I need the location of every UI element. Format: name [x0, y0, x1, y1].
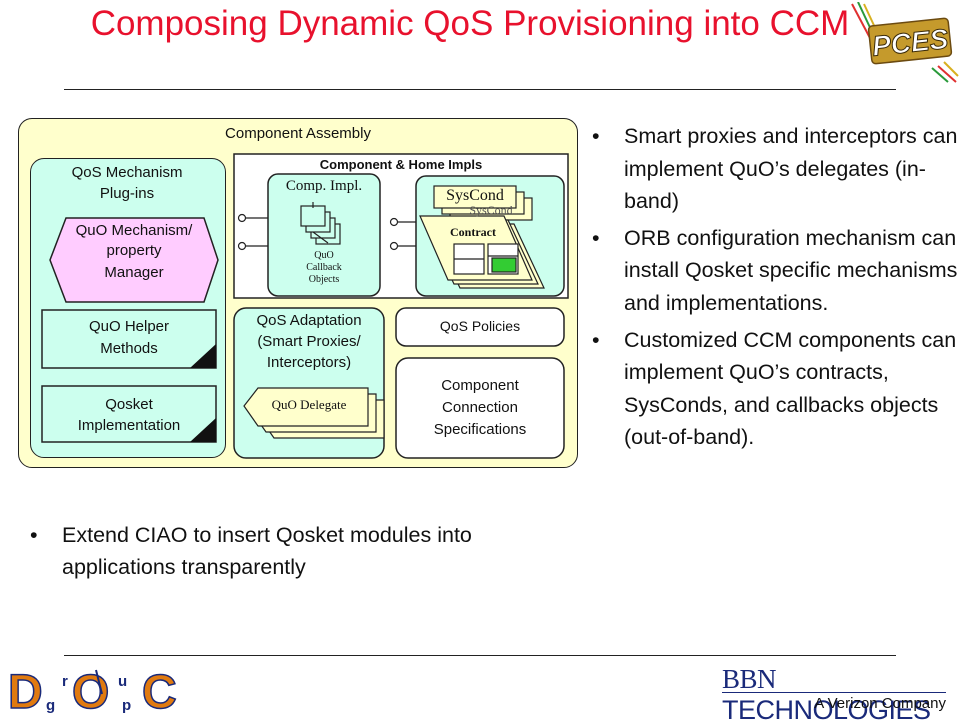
quo-helper-line2: Methods — [100, 340, 158, 357]
component-assembly-label: Component Assembly — [225, 125, 371, 142]
doc-logo-g: g — [46, 697, 55, 714]
doc-logo-d: D — [8, 666, 43, 716]
diagram-shapes — [41, 153, 569, 459]
qosket-implementation-fold — [190, 418, 216, 442]
bullet-item: Customized CCM components can implement … — [590, 324, 960, 454]
doc-logo-r: r — [62, 673, 68, 690]
callback-objects-stack — [300, 202, 341, 245]
quo-manager-hexagon — [49, 217, 219, 303]
doc-logo-c: C — [142, 666, 177, 716]
syscond-back-label: SysCond — [469, 203, 513, 217]
qos-mechanism-plugins-label-line2: Plug-ins — [99, 185, 155, 202]
contract-label: Contract — [450, 225, 496, 239]
quo-helper-fold — [190, 344, 216, 368]
component-assembly-diagram: Component Assembly QoS Mechanism Plug-in… — [18, 118, 578, 470]
bullet-item: Extend CIAO to insert Qosket modules int… — [28, 519, 548, 583]
component-connection-line1: Component — [441, 377, 519, 394]
doc-logo-u: u — [118, 673, 127, 690]
quo-helper-box — [41, 309, 217, 369]
bottom-bullet-list: Extend CIAO to insert Qosket modules int… — [28, 519, 548, 583]
bbn-logo-tagline: A Verizon Company — [814, 695, 946, 712]
right-bullet-list: Smart proxies and interceptors can imple… — [590, 120, 960, 458]
footer-rule — [64, 655, 896, 656]
quo-delegate-stack — [243, 387, 385, 439]
quo-callback-line2: Callback — [306, 262, 342, 273]
qos-adaptation-line1: QoS Adaptation — [256, 312, 362, 329]
syscond-label: SysCond — [446, 187, 504, 204]
slide-title: Composing Dynamic QoS Provisioning into … — [90, 4, 850, 43]
title-underline — [64, 89, 896, 90]
qosket-implementation-line1: Qosket — [105, 396, 153, 413]
quo-callback-line1: QuO — [314, 250, 334, 261]
bbn-logo-prefix: BBN — [722, 664, 777, 694]
contract-stack — [419, 215, 545, 289]
qos-policies-label: QoS Policies — [439, 318, 521, 334]
bullet-item: ORB configuration mechanism can install … — [590, 222, 960, 320]
qos-policies-box — [395, 307, 565, 347]
comp-impl-label: Comp. Impl. — [285, 178, 363, 194]
quo-manager-line3: Manager — [104, 264, 164, 281]
quo-callback-line3: Objects — [308, 274, 340, 285]
component-connection-line3: Specifications — [433, 421, 527, 438]
qos-adaptation-line3: Interceptors) — [266, 354, 352, 371]
doc-logo-o: O — [72, 666, 109, 716]
quo-delegate-label: QuO Delegate — [271, 397, 347, 412]
pces-logo: PCES — [851, 2, 959, 83]
bbn-logo-underline — [722, 692, 946, 693]
doc-logo-p: p — [122, 697, 131, 714]
qosket-implementation-line2: Implementation — [77, 417, 181, 434]
doc-group-logo: D O C g r u p — [7, 665, 177, 716]
quo-manager-line2: property — [106, 242, 162, 259]
qos-mechanism-plugins-label-line1: QoS Mechanism — [71, 164, 183, 181]
component-connection-box — [395, 357, 565, 459]
qosket-implementation-box — [41, 385, 217, 443]
quo-manager-line1: QuO Mechanism/ — [75, 222, 193, 239]
qos-adaptation-line2: (Smart Proxies/ — [257, 333, 361, 350]
bullet-item: Smart proxies and interceptors can imple… — [590, 120, 960, 218]
quo-helper-line1: QuO Helper — [88, 318, 170, 335]
component-connection-line2: Connection — [442, 399, 518, 416]
syscond-stack — [433, 185, 533, 221]
component-home-impls-label: Component & Home Impls — [319, 157, 483, 172]
